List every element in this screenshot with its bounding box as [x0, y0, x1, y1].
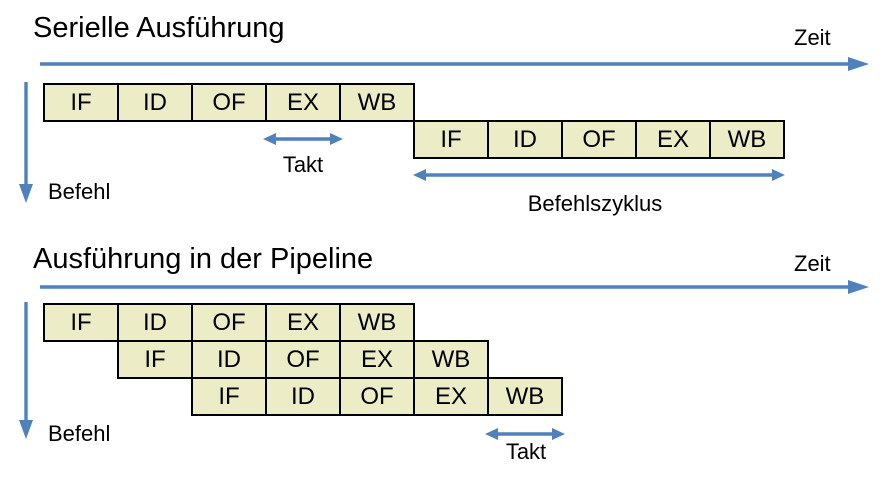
stage-cell: WB	[709, 120, 785, 159]
stage-cell: ID	[117, 83, 193, 122]
time-axis-arrow-pipeline	[40, 280, 869, 294]
instruction-axis-arrow-serial	[19, 82, 33, 203]
stage-cell: WB	[413, 340, 489, 379]
instruction-axis-label-pipeline: Befehl	[48, 421, 111, 446]
instruction-axis-label-serial: Befehl	[48, 179, 111, 204]
clock-label-serial: Takt	[282, 152, 324, 177]
stage-cell: IF	[413, 120, 489, 159]
stage-cell: ID	[265, 377, 341, 416]
stage-cell: WB	[487, 377, 563, 416]
stage-cell: OF	[265, 340, 341, 379]
stage-cell: EX	[265, 83, 341, 122]
stage-cell: OF	[339, 377, 415, 416]
instruction-cycle-span-arrow	[413, 169, 785, 181]
time-axis-arrow-serial	[40, 57, 869, 71]
stage-cell: EX	[339, 340, 415, 379]
stage-cell: WB	[339, 83, 415, 122]
stage-cell: OF	[191, 303, 267, 342]
instruction-cycle-label: Befehlszyklus	[527, 191, 663, 216]
stage-cell: ID	[117, 303, 193, 342]
time-axis-label-serial: Zeit	[794, 25, 831, 50]
stage-cell: IF	[43, 83, 119, 122]
time-axis-label-pipeline: Zeit	[794, 251, 831, 276]
stage-cell: IF	[43, 303, 119, 342]
stage-cell: EX	[413, 377, 489, 416]
clock-span-arrow-serial	[263, 133, 343, 145]
clock-label-pipeline: Takt	[505, 439, 547, 464]
instruction-axis-arrow-pipeline	[19, 302, 33, 439]
section-title-pipeline: Ausführung in der Pipeline	[33, 243, 374, 275]
stage-cell: IF	[191, 377, 267, 416]
stage-cell: EX	[635, 120, 711, 159]
section-title-serial: Serielle Ausführung	[33, 12, 285, 44]
stage-cell: OF	[561, 120, 637, 159]
stage-cell: ID	[487, 120, 563, 159]
stage-cell: EX	[265, 303, 341, 342]
stage-cell: ID	[191, 340, 267, 379]
stage-cell: WB	[339, 303, 415, 342]
stage-cell: IF	[117, 340, 193, 379]
clock-span-arrow-pipeline	[485, 428, 565, 440]
stage-cell: OF	[191, 83, 267, 122]
